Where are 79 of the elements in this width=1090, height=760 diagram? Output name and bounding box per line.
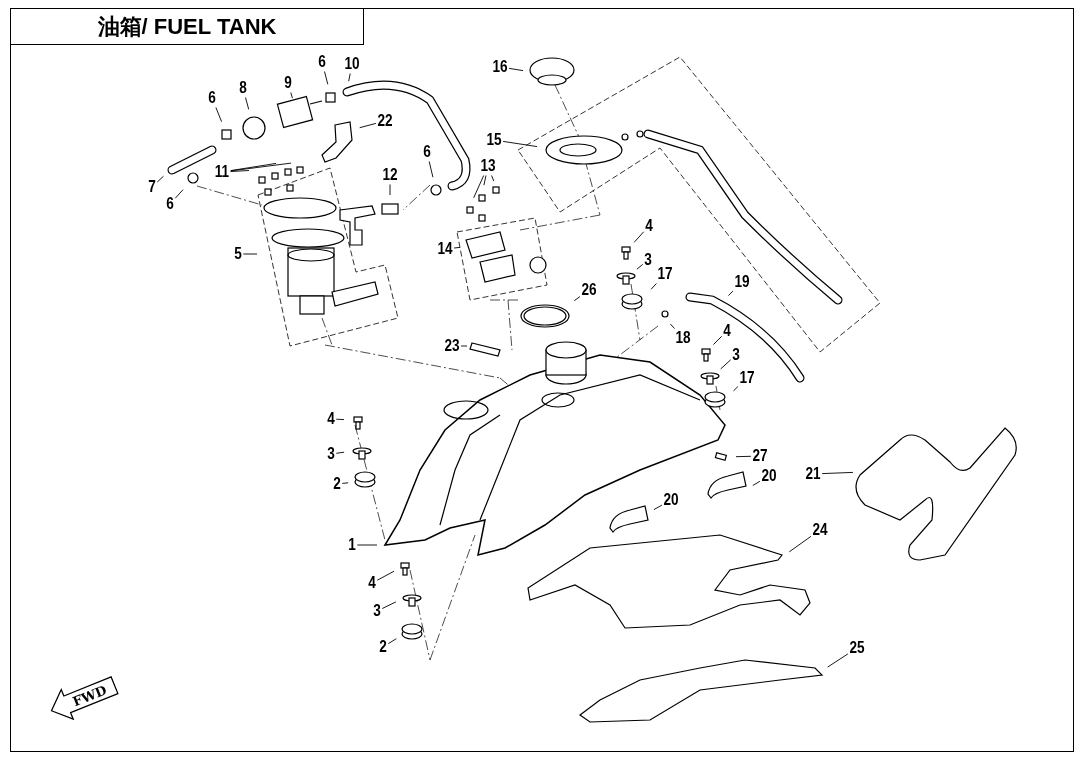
leader-line: [502, 140, 538, 148]
callout-number: 4: [327, 411, 335, 427]
callout-number: 11: [214, 164, 230, 180]
leader-line: [335, 418, 345, 421]
callout-number: 6: [318, 54, 326, 70]
callout-number: 6: [423, 144, 431, 160]
callout-number: 4: [645, 218, 653, 234]
leader-line: [821, 471, 854, 475]
callout-number: 5: [234, 246, 242, 262]
callout-number: 17: [739, 370, 755, 386]
callout-number: 9: [284, 75, 292, 91]
leader-line: [245, 97, 250, 110]
leader-line: [733, 386, 739, 392]
leader-line: [712, 335, 723, 346]
leader-line: [156, 175, 164, 183]
leader-line: [290, 92, 293, 99]
leader-line: [653, 504, 663, 511]
callout-number: 21: [805, 466, 821, 482]
callout-number: 2: [379, 639, 387, 655]
callout-number: 17: [657, 266, 673, 282]
callout-number: 4: [368, 575, 376, 591]
title-box: 油箱/ FUEL TANK: [10, 8, 364, 45]
leader-line: [720, 359, 732, 370]
leader-line: [356, 544, 378, 546]
callout-number: 26: [581, 282, 597, 298]
leader-line: [669, 323, 675, 329]
leader-line: [473, 175, 495, 199]
leader-line: [650, 283, 657, 290]
leader-line: [428, 161, 434, 178]
callout-number: 8: [239, 80, 247, 96]
callout-number: 2: [333, 476, 341, 492]
leader-line: [735, 455, 752, 458]
callout-number: 14: [437, 241, 453, 257]
leader-line: [359, 122, 377, 129]
callout-number: 1: [348, 537, 356, 553]
leader-line: [174, 189, 184, 199]
callout-number: 3: [732, 347, 740, 363]
callout-number: 20: [663, 492, 679, 508]
callout-number: 18: [675, 330, 691, 346]
leader-line: [508, 67, 524, 72]
callout-number: 27: [752, 448, 768, 464]
callout-number: 6: [208, 90, 216, 106]
callout-number: 3: [644, 252, 652, 268]
leader-line: [242, 253, 258, 255]
callout-number: 23: [444, 338, 460, 354]
leader-line: [460, 345, 468, 347]
callout-number: 7: [148, 179, 156, 195]
callout-number: 16: [492, 59, 508, 75]
callout-number: 19: [734, 274, 750, 290]
leader-line: [727, 290, 734, 297]
leader-line: [324, 71, 329, 85]
leader-line: [381, 601, 397, 609]
leader-line: [215, 107, 223, 123]
callout-number: 10: [344, 56, 360, 72]
callout-number: 4: [723, 323, 731, 339]
callout-number: 12: [382, 167, 398, 183]
callout-number: 3: [373, 603, 381, 619]
leader-line: [348, 73, 351, 82]
leader-line: [376, 570, 395, 581]
leader-line: [387, 638, 397, 645]
leader-line: [230, 162, 292, 172]
leader-line: [636, 263, 644, 270]
leader-line: [788, 535, 812, 553]
leader-line: [389, 184, 391, 196]
callout-number: 22: [377, 113, 393, 129]
leader-line: [633, 231, 645, 243]
leader-line: [335, 451, 345, 454]
callout-number: 24: [812, 522, 828, 538]
leader-line: [453, 246, 461, 249]
leader-line: [573, 296, 581, 302]
callout-number: 25: [849, 640, 865, 656]
leader-line: [341, 482, 349, 484]
callout-number: 3: [327, 446, 335, 462]
leader-line: [827, 653, 849, 668]
callout-number: 13: [480, 158, 496, 174]
callout-number: 6: [166, 196, 174, 212]
callout-number: 15: [486, 132, 502, 148]
leader-line: [752, 480, 761, 486]
callout-number: 20: [761, 468, 777, 484]
